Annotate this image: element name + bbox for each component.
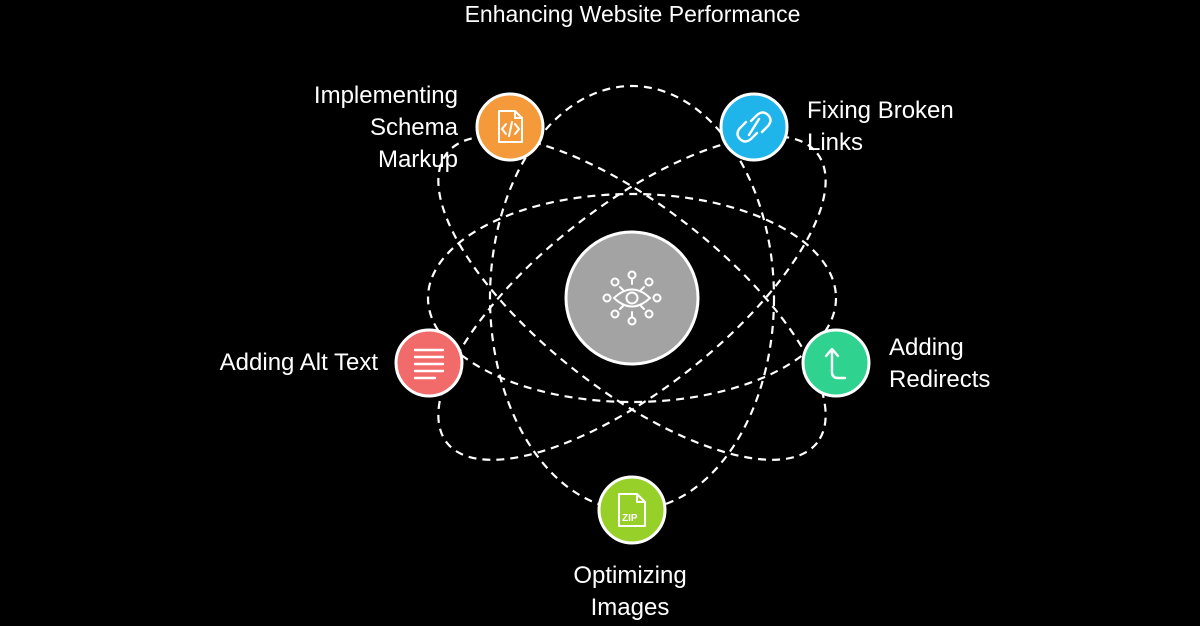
svg-text:ZIP: ZIP	[622, 513, 638, 524]
label-line: Fixing Broken	[807, 97, 954, 124]
code-file-icon	[498, 110, 523, 143]
broken-link-icon	[736, 111, 772, 143]
label-line: Optimizing	[573, 562, 687, 589]
label-line: Adding	[889, 334, 964, 361]
orbit-ellipse-horizontal	[426, 192, 838, 404]
node-broken-links	[719, 92, 789, 162]
label-redirects: Adding Redirects	[889, 332, 990, 396]
redirect-arrow-icon	[824, 347, 847, 380]
orbit-ellipse-diagonal-b	[437, 135, 827, 461]
label-line: Implementing	[313, 82, 458, 109]
node-redirects-circle	[801, 328, 871, 398]
label-schema-markup: Implementing Schema Markup	[314, 80, 458, 176]
node-redirects	[801, 328, 871, 398]
text-lines-icon	[413, 348, 445, 380]
label-line: Images	[590, 594, 670, 621]
node-images-circle	[597, 475, 667, 545]
label-alt-text: Adding Alt Text	[220, 347, 378, 379]
eye-network-icon	[602, 270, 662, 326]
zip-file-icon: ZIP	[618, 493, 646, 527]
label-line: Redirects	[889, 366, 991, 393]
orbit-ellipse-diagonal-a	[437, 135, 827, 461]
label-line: Links	[807, 129, 864, 156]
label-optimizing-images: Optimizing Images	[0, 560, 1200, 624]
label-line: Markup	[377, 146, 458, 173]
diagram-title: Enhancing Website Performance	[464, 1, 801, 27]
label-line: Adding Alt Text	[219, 349, 378, 376]
node-alt-text	[394, 328, 464, 398]
label-line: Schema	[369, 114, 458, 141]
node-optimizing-images: ZIP	[597, 475, 667, 545]
center-hub	[564, 230, 700, 366]
node-schema-markup	[475, 92, 545, 162]
label-broken-links: Fixing Broken Links	[807, 95, 954, 159]
